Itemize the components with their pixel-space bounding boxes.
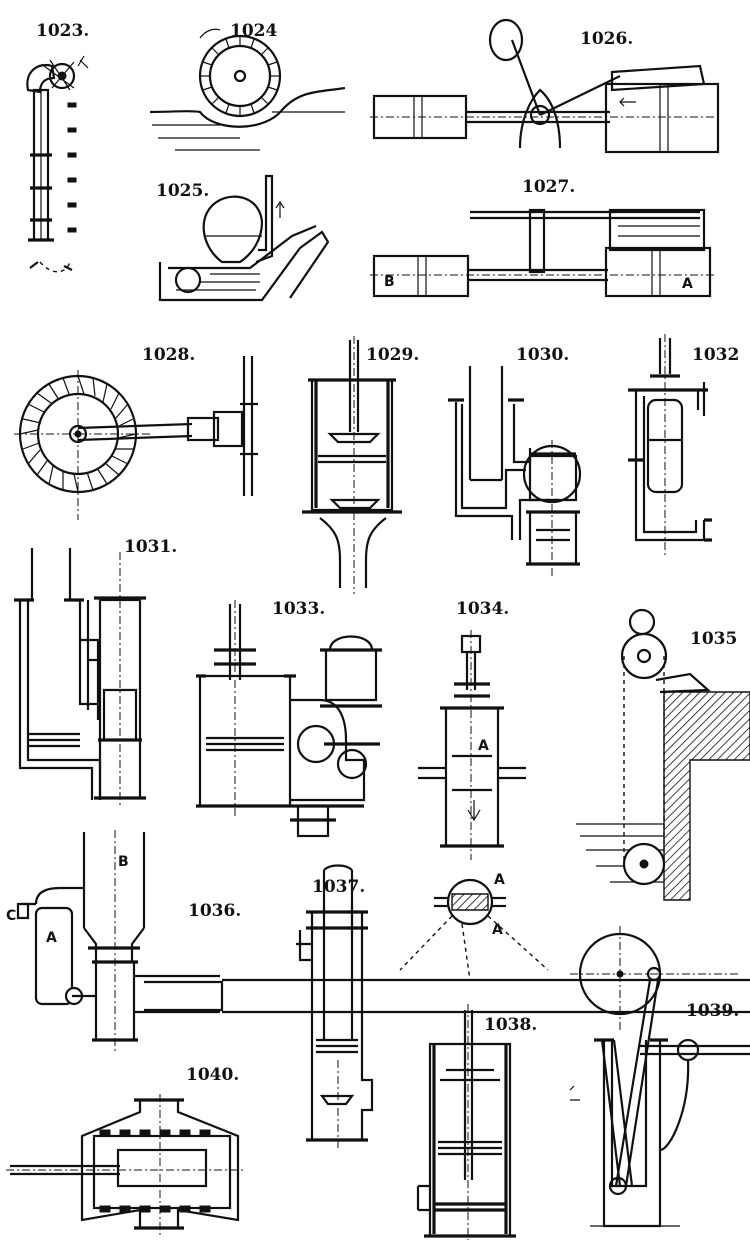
figure-1036-letter-b: B	[118, 854, 129, 870]
figure-1034-pump: 1034. A A A	[399, 599, 549, 981]
figure-1026-engine-pump: 1026.	[370, 18, 720, 154]
figure-1030-pump: 1030.	[448, 345, 582, 578]
figure-1033-double-pump: 1033.	[196, 599, 382, 838]
figure-1039-label: 1039.	[686, 1001, 739, 1021]
figure-1027-letter-b: B	[384, 274, 395, 290]
figure-1034-letter-a-lower-left: A	[494, 872, 505, 888]
figure-1026-label: 1026.	[580, 29, 633, 49]
figure-1037-pump: 1037.	[296, 864, 374, 1150]
figure-1038-pump: 1038.	[416, 1004, 537, 1240]
figure-1032-plunger-pump: 1032	[628, 334, 739, 556]
figure-1039-pump: 1039.	[569, 926, 750, 1228]
figure-1037-label: 1037.	[312, 877, 365, 897]
figure-1030-label: 1030.	[516, 345, 569, 365]
figure-1023-label: 1023.	[36, 21, 89, 41]
figure-1036-pump: 1036. B A C	[6, 830, 750, 1052]
figure-1028-turbine-pump: 1028.	[14, 345, 258, 520]
figure-1035-label: 1035	[690, 629, 737, 649]
figure-1029-lift-pump: 1029.	[302, 336, 419, 594]
figure-1023-chain-pump: 1023.	[26, 21, 89, 273]
figure-1034-label: 1034.	[456, 599, 509, 619]
figure-1036-label: 1036.	[188, 901, 241, 921]
figure-1038-label: 1038.	[484, 1015, 537, 1035]
figure-1025-label: 1025.	[156, 181, 209, 201]
figure-1028-label: 1028.	[142, 345, 195, 365]
figure-1036-letter-a: A	[46, 930, 57, 946]
figure-1036-letter-c: C	[6, 908, 16, 924]
figure-1040-label: 1040.	[186, 1065, 239, 1085]
figure-1040-centrifugal-pump: 1040.	[6, 1065, 246, 1236]
figure-1027-engine-pump: 1027. B A	[370, 177, 716, 298]
figure-1025-pump: 1025.	[156, 174, 330, 302]
figure-1031-pump: 1031.	[14, 537, 177, 806]
figure-1024-water-wheel: 1024	[149, 21, 346, 151]
figure-1034-letter-a-lower-right: A	[492, 922, 503, 938]
figure-1031-label: 1031.	[124, 537, 177, 557]
figure-1035-wheel-pump: 1035	[576, 608, 750, 901]
figure-1027-letter-a: A	[682, 276, 693, 292]
figure-1033-label: 1033.	[272, 599, 325, 619]
figure-1032-label: 1032	[692, 345, 739, 365]
figure-1029-label: 1029.	[366, 345, 419, 365]
figure-1034-letter-a-upper: A	[478, 738, 489, 754]
figure-1027-label: 1027.	[522, 177, 575, 197]
